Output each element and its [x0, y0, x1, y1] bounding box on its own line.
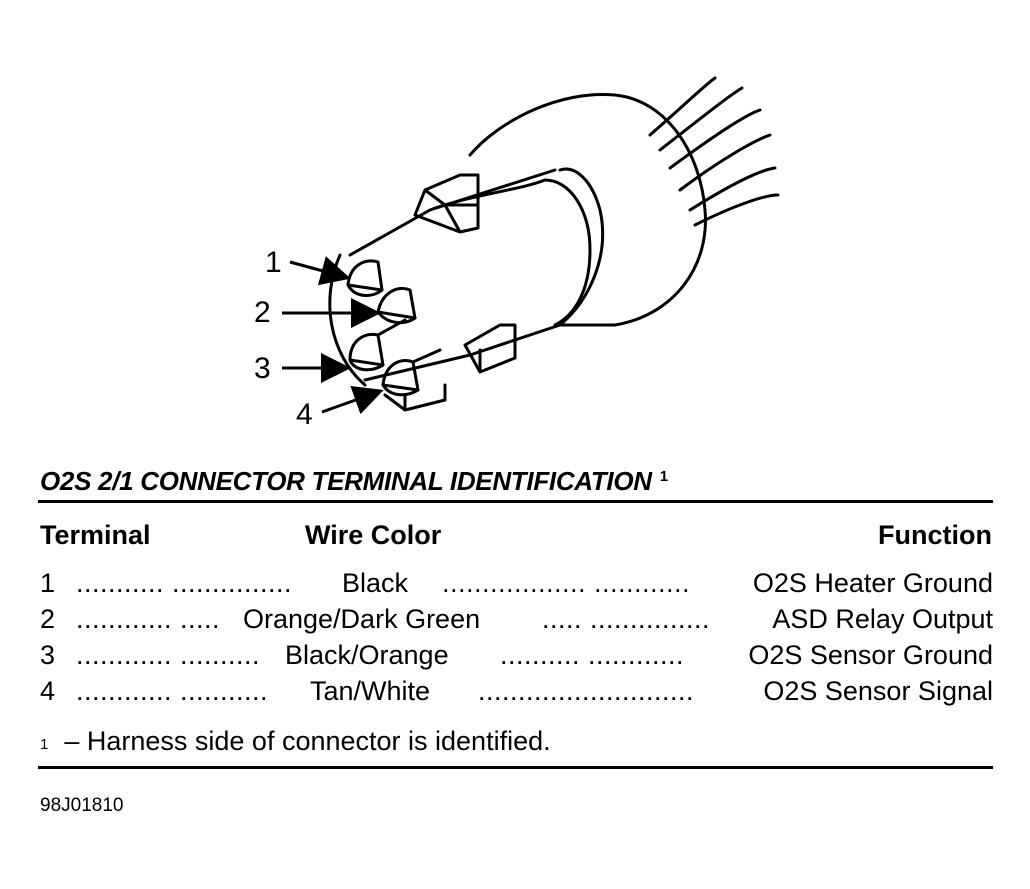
- header-wire-color: Wire Color: [305, 520, 442, 550]
- terminal-pin-1: [346, 259, 384, 297]
- wire-bundle: [648, 76, 780, 227]
- latch-tab-bottom: [463, 323, 517, 374]
- callout-label-3: 3: [254, 352, 271, 385]
- table-bottom-rule: [38, 766, 993, 769]
- table-title-text: O2S 2/1 CONNECTOR TERMINAL IDENTIFICATIO…: [40, 466, 652, 496]
- table-row: 2 ............ ..... Orange/Dark Green .…: [40, 602, 993, 636]
- wire-color: Tan/White: [310, 676, 431, 706]
- terminal-pin-4: [381, 348, 442, 397]
- table-row: 4 ............ ........... Tan/White ...…: [40, 674, 993, 708]
- connector-boot: [468, 92, 707, 327]
- header-terminal: Terminal: [40, 520, 151, 550]
- callout-arrow-1: [289, 256, 351, 286]
- leader-dots: ........... ...............: [76, 568, 293, 598]
- terminal-function: ASD Relay Output: [772, 604, 993, 634]
- connector-illustration: [282, 76, 780, 415]
- footnote: 1 – Harness side of connector is identifi…: [40, 724, 551, 758]
- connector-housing: [348, 168, 557, 257]
- latch-tab-top: [413, 173, 480, 234]
- terminal-function: O2S Heater Ground: [752, 568, 993, 598]
- terminal-number: 1: [40, 568, 56, 598]
- terminal-number: 4: [40, 676, 56, 706]
- title-footnote-mark: 1: [659, 468, 668, 485]
- wire-color: Black/Orange: [285, 640, 449, 670]
- terminal-number: 2: [40, 604, 56, 634]
- leader-dots: ..... ...............: [542, 604, 711, 634]
- footnote-mark: 1: [40, 736, 49, 753]
- footnote-text: – Harness side of connector is identifie…: [64, 726, 551, 756]
- leader-dots: ............ ..........: [76, 640, 261, 670]
- terminal-function: O2S Sensor Ground: [748, 640, 993, 670]
- callout-label-1: 1: [265, 246, 282, 279]
- leader-dots: ............ ...........: [76, 676, 269, 706]
- terminal-pin-2: [376, 287, 417, 325]
- leader-dots: .................. ............: [442, 568, 691, 598]
- table-row: 1 ........... ............... Black ....…: [40, 566, 993, 600]
- leader-dots: .......... ............: [500, 640, 685, 670]
- table-row: 3 ............ .......... Black/Orange .…: [40, 638, 993, 672]
- header-function: Function: [878, 520, 992, 550]
- callout-arrow-4: [321, 385, 384, 415]
- wire-color: Orange/Dark Green: [243, 604, 481, 634]
- table-top-rule: [38, 500, 993, 503]
- callout-label-4: 4: [296, 398, 313, 431]
- leader-dots: ...........................: [478, 676, 695, 706]
- terminal-number: 3: [40, 640, 56, 670]
- callout-label-2: 2: [254, 296, 271, 329]
- terminal-function: O2S Sensor Signal: [763, 676, 993, 706]
- wire-color: Black: [342, 568, 409, 598]
- leader-dots: ............ .....: [76, 604, 221, 634]
- table-title: O2S 2/1 CONNECTOR TERMINAL IDENTIFICATIO…: [40, 466, 668, 497]
- figure-code: 98J01810: [40, 795, 124, 816]
